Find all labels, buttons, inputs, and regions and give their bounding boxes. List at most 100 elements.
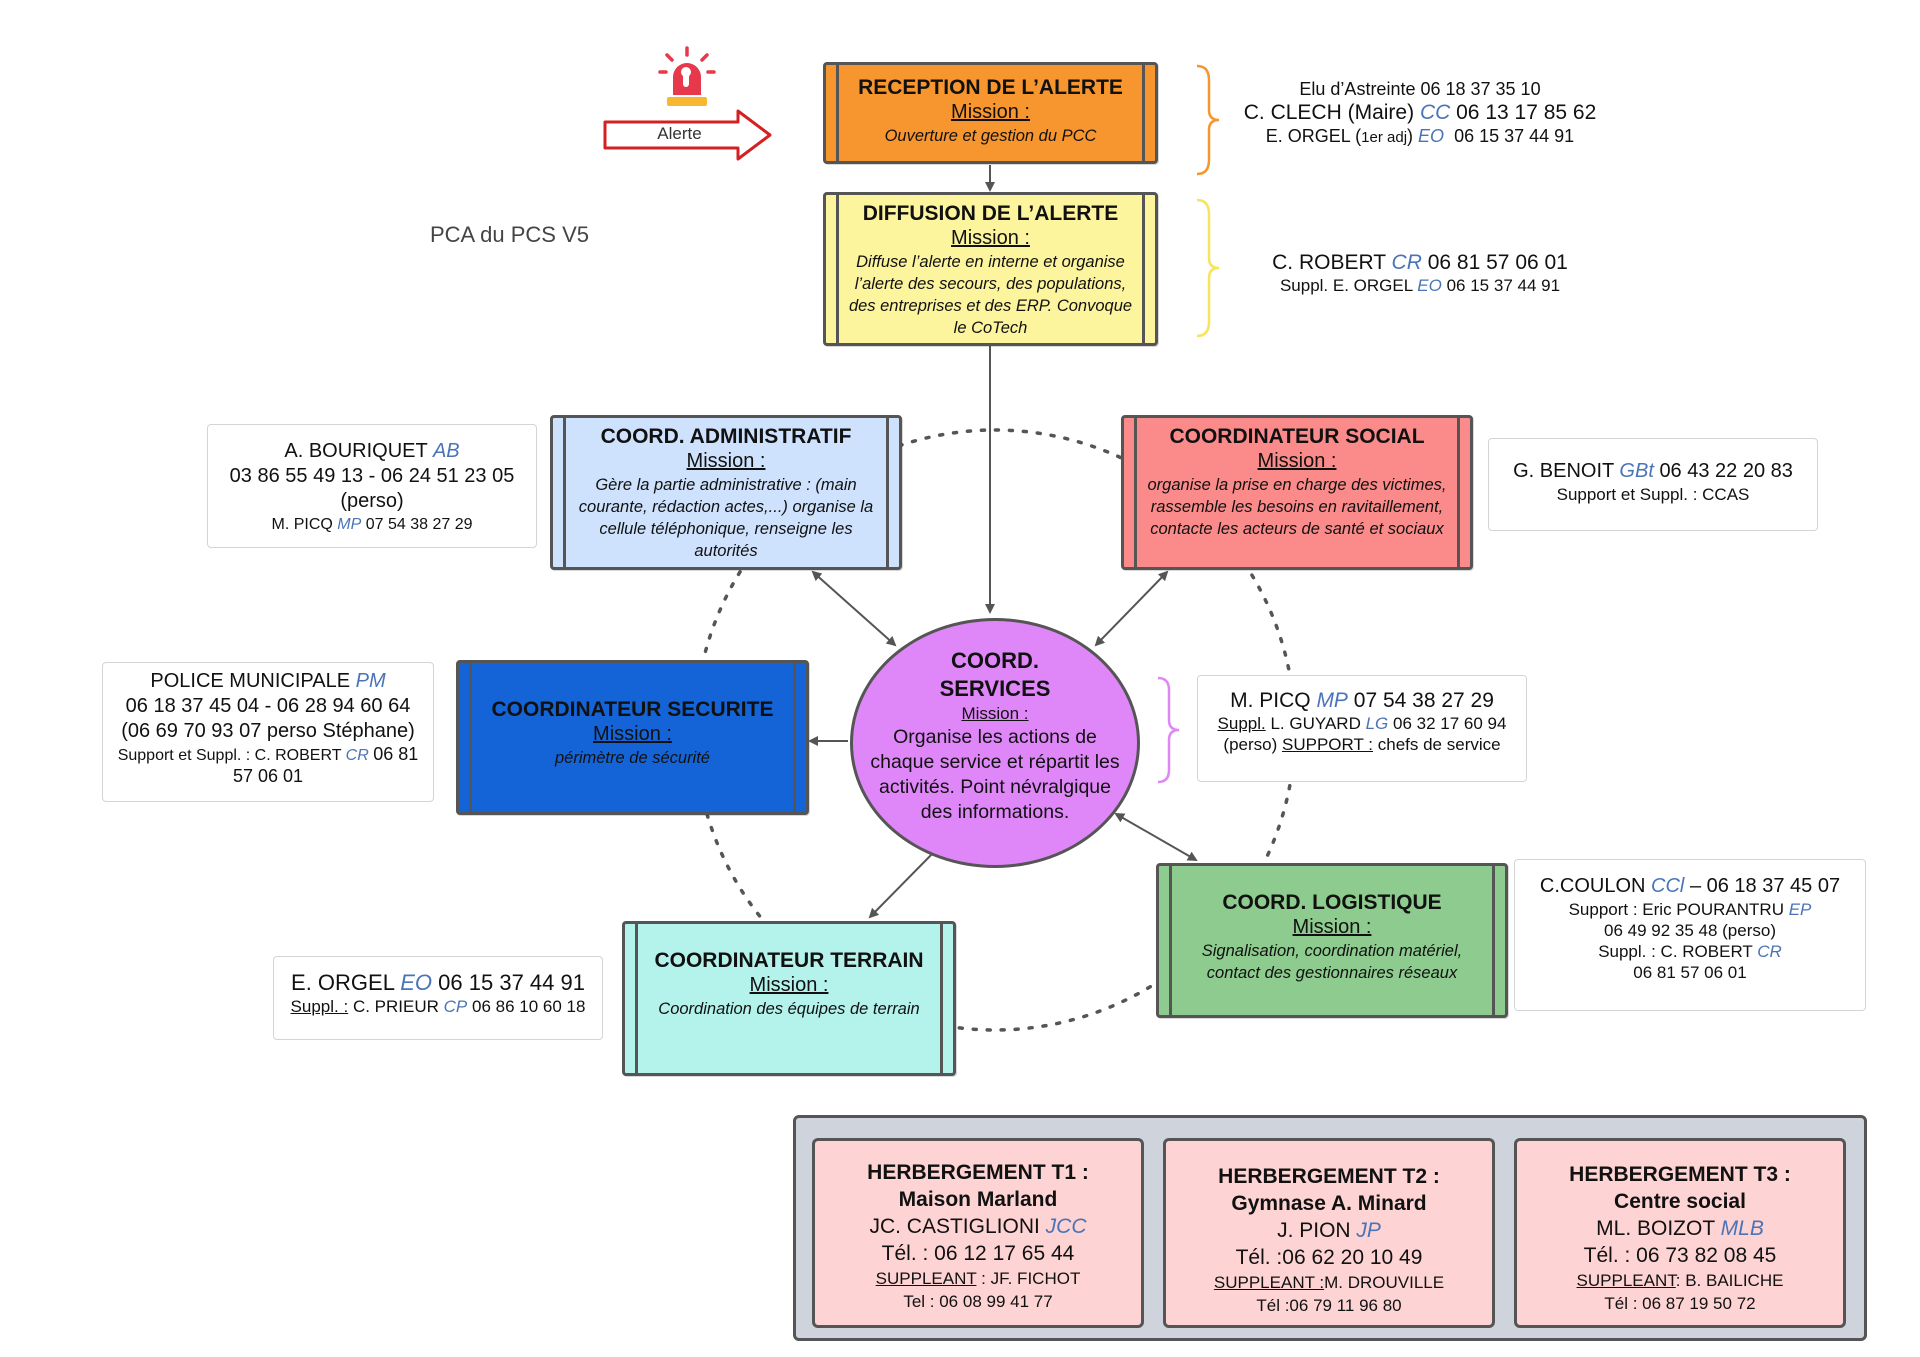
contact-logistique: C.COULON CCl – 06 18 37 45 07 Support : … (1514, 859, 1866, 1011)
contact-phone: 06 15 37 44 91 (1446, 276, 1561, 295)
suppl-label: Suppl. E. ORGEL (1279, 276, 1413, 295)
contact-initials: CP (443, 997, 468, 1016)
contact-phone: 07 54 38 27 29 (365, 516, 473, 533)
contact-name: POLICE MUNICIPALE (150, 670, 351, 692)
contact-phone: 06 81 57 06 01 (1633, 963, 1747, 982)
contact-diffusion: C. ROBERT CR 06 81 57 06 01 Suppl. E. OR… (1220, 250, 1620, 296)
contact-phone: 06 81 57 06 01 (1427, 251, 1568, 274)
connector-services-logistique (1114, 813, 1198, 861)
contact-securite-support: Support et Suppl. : C. ROBERT CR 06 81 5… (103, 744, 433, 788)
perso-label: (perso) (1223, 735, 1278, 754)
contact-securite-main: POLICE MUNICIPALE PM (103, 669, 433, 694)
box-coordinateur-securite: COORDINATEUR SECURITE Mission : périmètr… (456, 660, 809, 815)
support-label: SUPPORT : (1282, 735, 1374, 754)
admin-mission-text: Gère la partie administrative : (main co… (578, 476, 874, 560)
hebergement-phone: Tél. : 06 12 17 65 44 (881, 1242, 1075, 1265)
contact-initials: LG (1365, 714, 1389, 733)
suppleant-name: : B. BAILICHE (1675, 1271, 1784, 1290)
admin-mission-label: Mission : (686, 450, 766, 472)
support-text: chefs de service (1377, 735, 1501, 754)
contact-role: 1er adj (1361, 129, 1408, 146)
support-label: Support : Eric POURANTRU (1568, 900, 1784, 919)
contact-terrain: E. ORGEL EO 06 15 37 44 91 Suppl. : C. P… (273, 956, 603, 1040)
box-coord-logistique: COORD. LOGISTIQUE Mission : Signalisatio… (1156, 863, 1508, 1018)
suppleant-name: : JF. FICHOT (976, 1269, 1081, 1288)
contact-admin: A. BOURIQUET AB 03 86 55 49 13 - 06 24 5… (207, 424, 537, 548)
contact-logistique-suppl: Suppl. : C. ROBERT CR (1515, 941, 1865, 962)
contact-admin-main: A. BOURIQUET AB (208, 439, 536, 464)
contact-name: C. ROBERT (1272, 251, 1386, 274)
brace-diffusion (1196, 198, 1220, 338)
logistique-title: COORD. LOGISTIQUE (1222, 891, 1442, 914)
person-name: J. PION (1277, 1219, 1351, 1242)
diffusion-title: DIFFUSION DE L’ALERTE (862, 202, 1119, 225)
box-reception: RECEPTION DE L’ALERTE Mission : Ouvertur… (823, 62, 1158, 164)
contact-social: G. BENOIT GBt 06 43 22 20 83 Support et … (1488, 438, 1818, 531)
hebergement-t3: HERBERGEMENT T3 : Centre social ML. BOIZ… (1514, 1138, 1846, 1328)
contact-diffusion-main: C. ROBERT CR 06 81 57 06 01 (1220, 250, 1620, 275)
contact-phone: 03 86 55 49 13 - 06 24 51 23 05 (perso) (229, 465, 515, 512)
contact-name: C.COULON (1539, 875, 1646, 897)
hebergement-t2: HERBERGEMENT T2 : Gymnase A. Minard J. P… (1163, 1138, 1495, 1328)
page-title: PCA du PCS V5 (430, 222, 589, 247)
connector-services-terrain (868, 851, 935, 919)
box-coordinateur-social: COORDINATEUR SOCIAL Mission : organise l… (1121, 415, 1473, 570)
terrain-mission-text: Coordination des équipes de terrain (658, 1000, 920, 1018)
suppl-name: L. GUYARD (1270, 714, 1361, 733)
hebergement-place: Centre social (1614, 1190, 1746, 1213)
person-name: JC. CASTIGLIONI (869, 1215, 1040, 1238)
contact-reception-line2: C. CLECH (Maire) CC 06 13 17 85 62 (1220, 100, 1620, 125)
hebergement-suppleant: SUPPLEANT : JF. FICHOT (815, 1267, 1141, 1290)
contact-initials: GBt (1619, 460, 1654, 482)
contact-services-main: M. PICQ MP 07 54 38 27 29 (1198, 688, 1526, 713)
siren-icon (655, 45, 720, 110)
services-mission-label: Mission : (961, 704, 1029, 723)
contact-name: C. CLECH (Maire) (1243, 101, 1415, 124)
alert-arrow: Alerte (602, 108, 774, 162)
suppleant-label: SUPPLEANT (1576, 1271, 1676, 1290)
diffusion-mission-text: Diffuse l’alerte en interne et organise … (848, 253, 1133, 337)
contact-name: E. ORGEL (291, 970, 395, 995)
social-mission-text: organise la prise en charge des victimes… (1147, 476, 1447, 538)
person-initials: JCC (1045, 1215, 1087, 1238)
contact-reception-line1: Elu d’Astreinte 06 18 37 35 10 (1299, 79, 1541, 99)
contact-phone: 07 54 38 27 29 (1353, 689, 1494, 712)
contact-phone: 06 15 37 44 91 (1454, 126, 1575, 146)
securite-title: COORDINATEUR SECURITE (491, 698, 774, 721)
contact-initials: CR (1757, 942, 1782, 961)
contact-reception-line3: E. ORGEL (1er adj) EO 06 15 37 44 91 (1220, 125, 1620, 149)
contact-reception: Elu d’Astreinte 06 18 37 35 10 C. CLECH … (1220, 78, 1620, 149)
suppleant-label: SUPPLEANT : (1213, 1273, 1325, 1292)
contact-phone: 06 86 10 60 18 (472, 997, 586, 1016)
support-label: Support et Suppl. : C. ROBERT (117, 747, 342, 764)
contact-phone: 06 32 17 60 94 (1393, 714, 1507, 733)
contact-phone: 06 49 92 35 48 (perso) (1603, 921, 1776, 940)
hebergement-place: Maison Marland (898, 1188, 1058, 1211)
box-coord-administratif: COORD. ADMINISTRATIF Mission : Gère la p… (550, 415, 902, 570)
suppl-label: Suppl. (1217, 714, 1266, 733)
suppleant-phone: Tel : 06 08 99 41 77 (903, 1292, 1053, 1311)
person-initials: MLB (1720, 1217, 1764, 1240)
contact-initials: CR (345, 747, 369, 764)
hebergement-suppleant: SUPPLEANT :M. DROUVILLE (1166, 1271, 1492, 1294)
contact-initials: EO (1418, 126, 1445, 146)
hebergement-person: J. PION JP (1166, 1217, 1492, 1244)
contact-name: G. BENOIT (1513, 460, 1614, 482)
contact-initials: PM (355, 670, 386, 692)
reception-mission-text: Ouverture et gestion du PCC (884, 127, 1097, 145)
contact-services-support: (perso) SUPPORT : chefs de service (1198, 734, 1526, 755)
contact-logistique-main: C.COULON CCl – 06 18 37 45 07 (1515, 874, 1865, 899)
contact-name: A. BOURIQUET (284, 440, 428, 462)
person-initials: JP (1356, 1219, 1381, 1242)
suppleant-phone: Tél : 06 87 19 50 72 (1604, 1294, 1756, 1313)
contact-phone: 06 15 37 44 91 (438, 970, 585, 995)
hebergement-title: HERBERGEMENT T1 : (867, 1161, 1089, 1184)
contact-initials: MP (1316, 689, 1348, 712)
contact-securite: POLICE MUNICIPALE PM 06 18 37 45 04 - 06… (102, 662, 434, 802)
connector-social-services (1094, 570, 1169, 647)
contact-initials: CC (1419, 101, 1451, 124)
suppl-name: M. PICQ (271, 516, 333, 533)
social-title: COORDINATEUR SOCIAL (1169, 425, 1425, 448)
hebergement-t1: HERBERGEMENT T1 : Maison Marland JC. CAS… (812, 1138, 1144, 1328)
diffusion-mission-label: Mission : (951, 227, 1030, 249)
